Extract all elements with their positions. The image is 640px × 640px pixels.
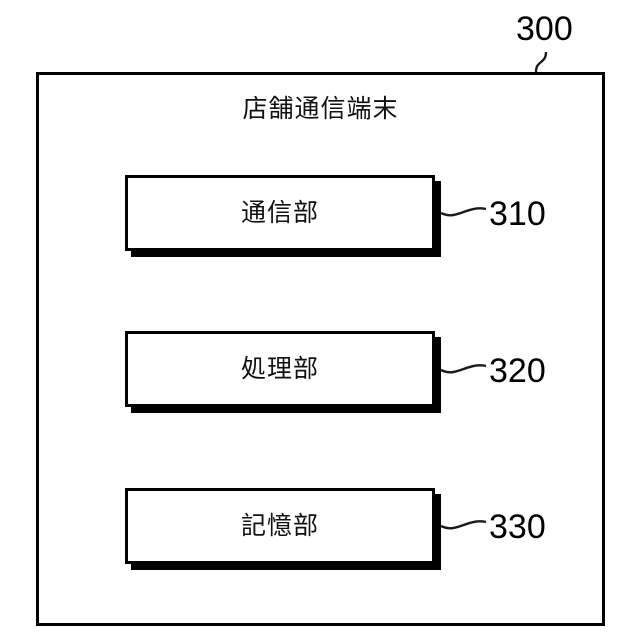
component-block-processing: 処理部	[125, 331, 435, 407]
component-block-label: 記憶部	[240, 511, 319, 540]
reference-numeral-320: 320	[489, 352, 546, 390]
reference-numeral-330: 330	[489, 508, 546, 546]
reference-numeral-310: 310	[489, 195, 546, 233]
reference-numeral-300: 300	[516, 10, 573, 48]
component-block-label: 処理部	[240, 354, 319, 383]
leader-line-300	[534, 51, 548, 73]
component-block-communication: 通信部	[125, 175, 435, 251]
component-block-storage: 記憶部	[125, 488, 435, 564]
device-title: 店舗通信端末	[242, 94, 399, 123]
component-block-label: 通信部	[240, 198, 319, 227]
